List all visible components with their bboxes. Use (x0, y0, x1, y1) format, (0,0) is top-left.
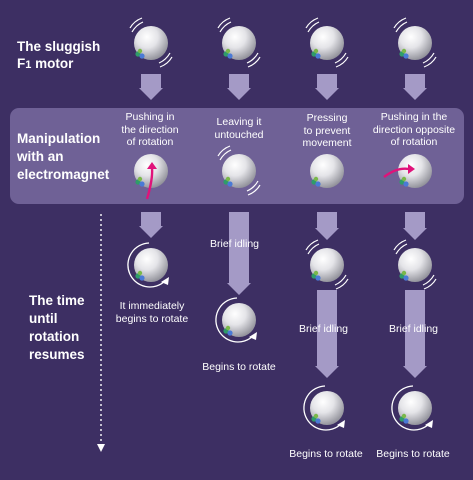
col2-outcome-caption: Begins to rotate (202, 361, 276, 373)
motor-sphere-1 (129, 17, 173, 68)
col3-idle-caption: Brief idling (299, 323, 349, 335)
motor-sphere-11 (305, 239, 349, 290)
col2-idle-caption: Brief idling (210, 238, 260, 250)
motor-sphere-8 (383, 154, 432, 188)
flow-arrow-3 (315, 74, 339, 100)
flow-arrow-10 (403, 290, 427, 378)
flow-arrow-8 (403, 212, 427, 240)
flow-arrow-1 (139, 74, 163, 100)
flow-arrow-6 (227, 212, 251, 295)
motor-sphere-2 (217, 17, 261, 68)
motor-sphere-9 (127, 242, 169, 288)
motor-sphere-13 (303, 385, 345, 431)
flow-arrow-2 (227, 74, 251, 100)
motor-spheres (127, 17, 437, 431)
time-axis-dotted-line (97, 214, 105, 452)
flow-arrows (139, 74, 427, 378)
col4-outcome-caption: Begins to rotate (376, 448, 450, 460)
motor-sphere-14 (391, 385, 433, 431)
motor-sphere-7 (310, 154, 344, 188)
col3-outcome-caption: Begins to rotate (289, 448, 363, 460)
motor-sphere-4 (393, 17, 437, 68)
flow-arrow-5 (139, 212, 163, 238)
motor-sphere-3 (305, 17, 349, 68)
flow-arrow-9 (315, 290, 339, 378)
motor-sphere-5 (134, 154, 168, 200)
flow-arrow-4 (403, 74, 427, 100)
motor-sphere-12 (393, 239, 437, 290)
motor-sphere-10 (215, 297, 257, 343)
flow-arrow-7 (315, 212, 339, 240)
motor-sphere-6 (217, 145, 261, 196)
col4-idle-caption: Brief idling (389, 323, 439, 335)
